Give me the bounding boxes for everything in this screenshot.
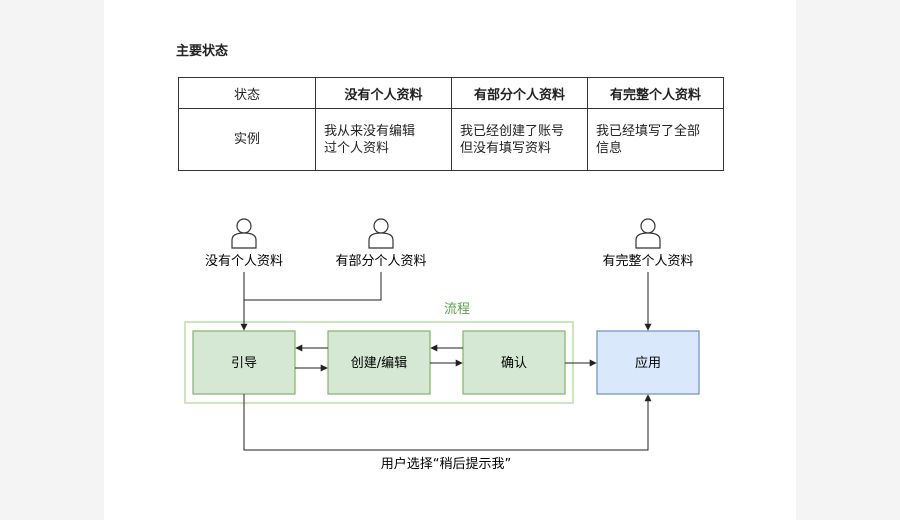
node-confirm [462,330,566,395]
cell-line: 我从来没有编辑 [324,123,416,139]
connector-line [244,272,382,301]
bottom-label: 用户选择“稍后提示我” [381,456,511,472]
actor-label: 没有个人资料 [205,254,283,269]
connector-arrow [243,394,652,451]
user-icon [231,218,257,249]
section-title: 主要状态 [176,44,229,59]
actor-label: 有部分个人资料 [335,254,426,269]
node-edit-label: 创建/编辑 [351,356,407,371]
cell-line: 但没有填写资料 [460,140,552,156]
cell-line: 过个人资料 [324,140,390,156]
table-row: 实例 我从来没有编辑 过个人资料 我已经创建了账号 但没有填写资料 我已经填写了… [178,108,724,171]
table-cell: 我已经填写了全部 信息 [587,108,724,171]
user-icon [635,218,661,249]
cell-line: 我已经创建了账号 [460,123,565,139]
node-guide-label: 引导 [231,356,257,371]
user-icon [368,218,394,249]
table-cell: 我已经创建了账号 但没有填写资料 [451,108,588,171]
table-header-cell: 有完整个人资料 [587,77,724,109]
node-confirm-label: 确认 [501,356,527,371]
cell-line: 我已经填写了全部 [596,123,701,139]
table-row-label: 实例 [178,108,316,171]
node-apply-label: 应用 [635,355,661,371]
cell-line: 信息 [596,140,623,156]
table-cell: 我从来没有编辑 过个人资料 [315,108,452,171]
states-table: 状态 没有个人资料 有部分个人资料 有完整个人资料 实例 我从来没有编辑 过个人… [178,77,724,171]
node-guide [192,330,296,395]
actor-label: 有完整个人资料 [602,254,693,269]
node-apply [596,330,700,395]
node-edit [327,330,431,395]
flow-group-label: 流程 [444,302,470,317]
